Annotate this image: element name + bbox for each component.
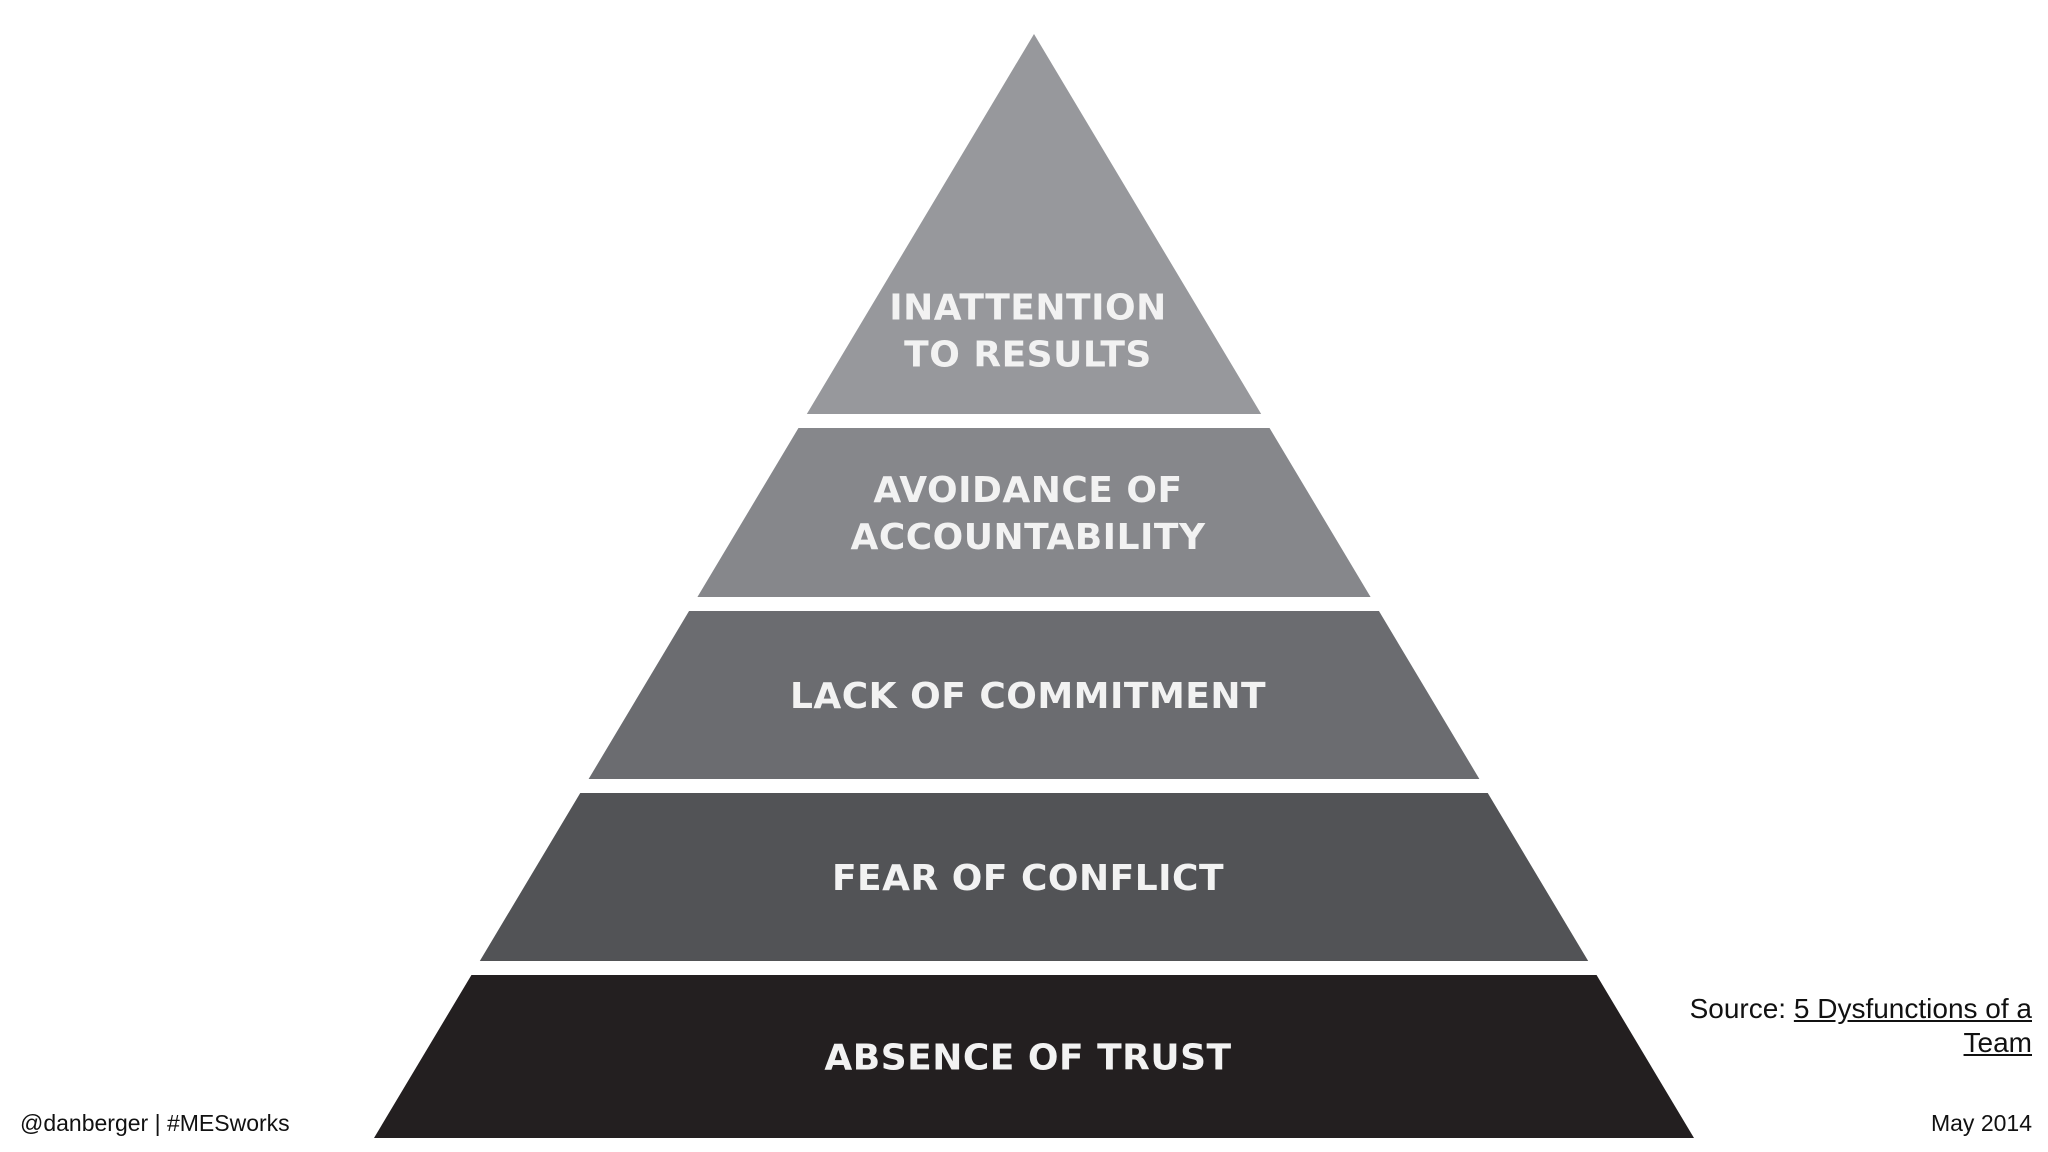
footer-handle: @danberger | #MESworks bbox=[20, 1110, 290, 1136]
tier-absence-of-trust bbox=[374, 975, 1694, 1138]
source-link[interactable]: 5 Dysfunctions of a Team bbox=[1793, 993, 2032, 1058]
tier-lack-of-commitment bbox=[588, 611, 1480, 779]
pyramid-tiers: INATTENTION TO RESULTS AVOIDANCE OF ACCOUNT… bbox=[374, 34, 1694, 1138]
tier-fear-of-conflict bbox=[479, 793, 1589, 961]
source-prefix: Source: bbox=[1689, 993, 1787, 1024]
tier-inattention-to-results-label-line-1: INATTENTION bbox=[889, 288, 1166, 329]
tier-avoidance-of-accountability bbox=[697, 428, 1371, 597]
tier-fear-of-conflict-label-line-1: FEAR OF CONFLICT bbox=[832, 858, 1224, 899]
tier-lack-of-commitment-label-line-1: LACK OF COMMITMENT bbox=[790, 676, 1266, 717]
tier-absence-of-trust-label-line-1: ABSENCE OF TRUST bbox=[824, 1038, 1231, 1079]
source-citation: Source: 5 Dysfunctions of a Team bbox=[1652, 992, 2032, 1060]
footer-date: May 2014 bbox=[1930, 1110, 2032, 1136]
tier-avoidance-of-accountability-label-line-1: AVOIDANCE OF bbox=[873, 470, 1182, 511]
tier-avoidance-of-accountability-label-line-2: ACCOUNTABILITY bbox=[850, 517, 1206, 558]
tier-inattention-to-results bbox=[806, 34, 1262, 414]
tier-inattention-to-results-label-line-2: TO RESULTS bbox=[904, 335, 1152, 376]
